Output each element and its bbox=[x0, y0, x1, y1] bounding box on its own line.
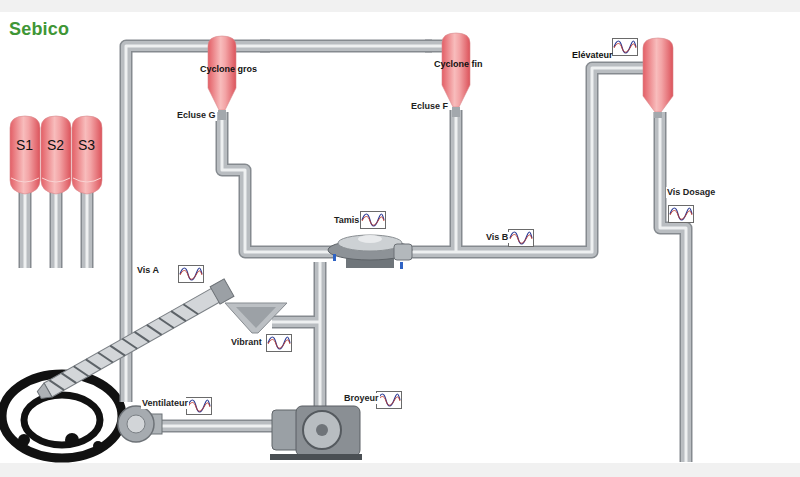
pipe-stroke bbox=[260, 45, 432, 48]
pipe-connector bbox=[260, 46, 432, 47]
cyclone: Cyclone gros bbox=[198, 36, 260, 120]
equipment-label: Ventilateur bbox=[141, 398, 189, 409]
brand-logo: Sebico bbox=[8, 19, 70, 39]
silo-name: S2 bbox=[47, 137, 64, 153]
elevator-hopper: Elévateur bbox=[570, 38, 673, 118]
silo-name: S3 bbox=[78, 137, 95, 153]
equipment-label: Ecluse G bbox=[176, 110, 217, 121]
equipment-label: Vis Dosage bbox=[666, 187, 716, 198]
storage-silo: S2 bbox=[41, 116, 71, 194]
silo-shape bbox=[10, 116, 40, 194]
equipment-label: Vibrant bbox=[230, 337, 263, 348]
storage-silo: S1 bbox=[10, 116, 40, 194]
pipe-stroke bbox=[260, 41, 432, 51]
equipment-label: Cyclone fin bbox=[434, 59, 483, 70]
elevator-tank bbox=[643, 38, 673, 118]
equipment-label: Ecluse F bbox=[410, 101, 449, 112]
equipment-label: Broyeur bbox=[343, 393, 380, 404]
silo-name: S1 bbox=[16, 137, 33, 153]
equipment-label: Tamis bbox=[333, 215, 360, 226]
silo-shape bbox=[41, 116, 71, 194]
equipment-label: Vis B bbox=[485, 232, 509, 243]
equipment-label: Cyclone gros bbox=[200, 64, 257, 75]
cyclone-shape bbox=[208, 36, 236, 120]
silo-shape bbox=[72, 116, 102, 194]
equipment-label: Vis A bbox=[136, 265, 160, 276]
pipe-stroke bbox=[260, 40, 432, 53]
storage-silo: S3 bbox=[72, 116, 102, 194]
equipment-label: Elévateur bbox=[572, 50, 613, 61]
